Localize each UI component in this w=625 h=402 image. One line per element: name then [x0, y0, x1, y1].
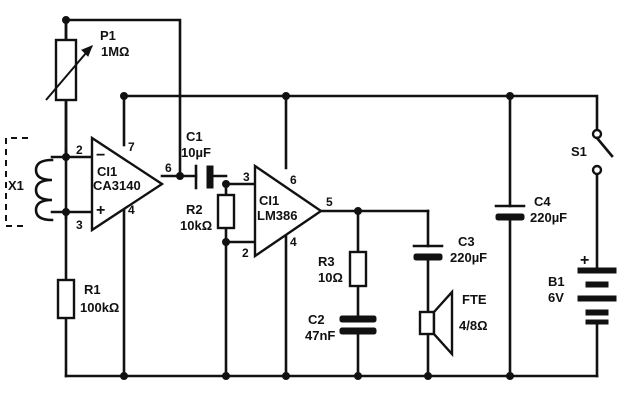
- ic1-part: CA3140: [93, 178, 141, 193]
- wires: [64, 18, 599, 378]
- ic1-plus-sign: +: [96, 202, 105, 219]
- c1-value: 10µF: [181, 145, 211, 160]
- ic2-ref: CI1: [259, 193, 279, 208]
- resistor-r2: R2 10kΩ: [180, 193, 236, 233]
- battery-b1: + B1 6V: [548, 252, 617, 325]
- c3-label: C3: [458, 234, 475, 249]
- c1-label: C1: [186, 129, 203, 144]
- ic1-pin-noninverting: 3: [76, 218, 83, 232]
- x1-label: X1: [8, 178, 24, 193]
- fte-value: 4/8Ω: [459, 318, 488, 333]
- ic2-pin-supply: 6: [290, 173, 297, 187]
- switch-s1: S1: [571, 128, 614, 176]
- b1-value: 6V: [548, 290, 564, 305]
- capacitor-c2: C2 47nF: [305, 312, 377, 343]
- c2-label: C2: [308, 312, 325, 327]
- op-amp-ic1: − + CI1 CA3140 2 3 7 4 6: [76, 135, 172, 233]
- resistor-r3: R3 10Ω: [318, 250, 368, 288]
- ic2-part: LM386: [257, 208, 297, 223]
- ic2-pin-ground: 4: [290, 235, 297, 249]
- pickup-coil-x1: X1: [5, 137, 68, 227]
- r1-label: R1: [84, 282, 101, 297]
- c4-label: C4: [534, 194, 551, 209]
- resistor-r1: R1 100kΩ: [56, 278, 119, 320]
- c3-value: 220µF: [450, 250, 487, 265]
- c2-value: 47nF: [305, 328, 335, 343]
- c4-value: 220µF: [530, 210, 567, 225]
- ic2-pin-input-neg: 2: [242, 246, 249, 260]
- r3-label: R3: [318, 254, 335, 269]
- s1-label: S1: [571, 144, 587, 159]
- capacitor-c4: C4 220µF: [494, 194, 567, 225]
- ic1-pin-ground: 4: [128, 203, 135, 217]
- ic1-pin-supply: 7: [128, 140, 135, 154]
- capacitor-c1: C1 10µF: [181, 129, 214, 190]
- ic2-pin-input: 3: [243, 170, 250, 184]
- ic1-pin-output: 6: [165, 161, 172, 175]
- ic1-pin-inverting: 2: [76, 143, 83, 157]
- fte-label: FTE: [462, 292, 487, 307]
- r1-value: 100kΩ: [80, 300, 119, 315]
- capacitor-c3: C3 220µF: [412, 234, 487, 265]
- b1-plus-sign: +: [580, 252, 589, 269]
- potentiometer-p1: P1 1MΩ: [45, 28, 129, 102]
- p1-label: P1: [100, 28, 116, 43]
- ic1-minus-sign: −: [96, 147, 105, 164]
- r3-value: 10Ω: [318, 270, 343, 285]
- speaker-fte: FTE 4/8Ω: [418, 288, 488, 358]
- b1-label: B1: [548, 274, 565, 289]
- p1-value: 1MΩ: [101, 44, 129, 59]
- ic1-ref: CI1: [97, 164, 117, 179]
- amplifier-lm386: CI1 LM386 3 2 6 4 5: [242, 163, 333, 260]
- ic2-pin-output: 5: [326, 195, 333, 209]
- r2-label: R2: [186, 202, 203, 217]
- r2-value: 10kΩ: [180, 218, 212, 233]
